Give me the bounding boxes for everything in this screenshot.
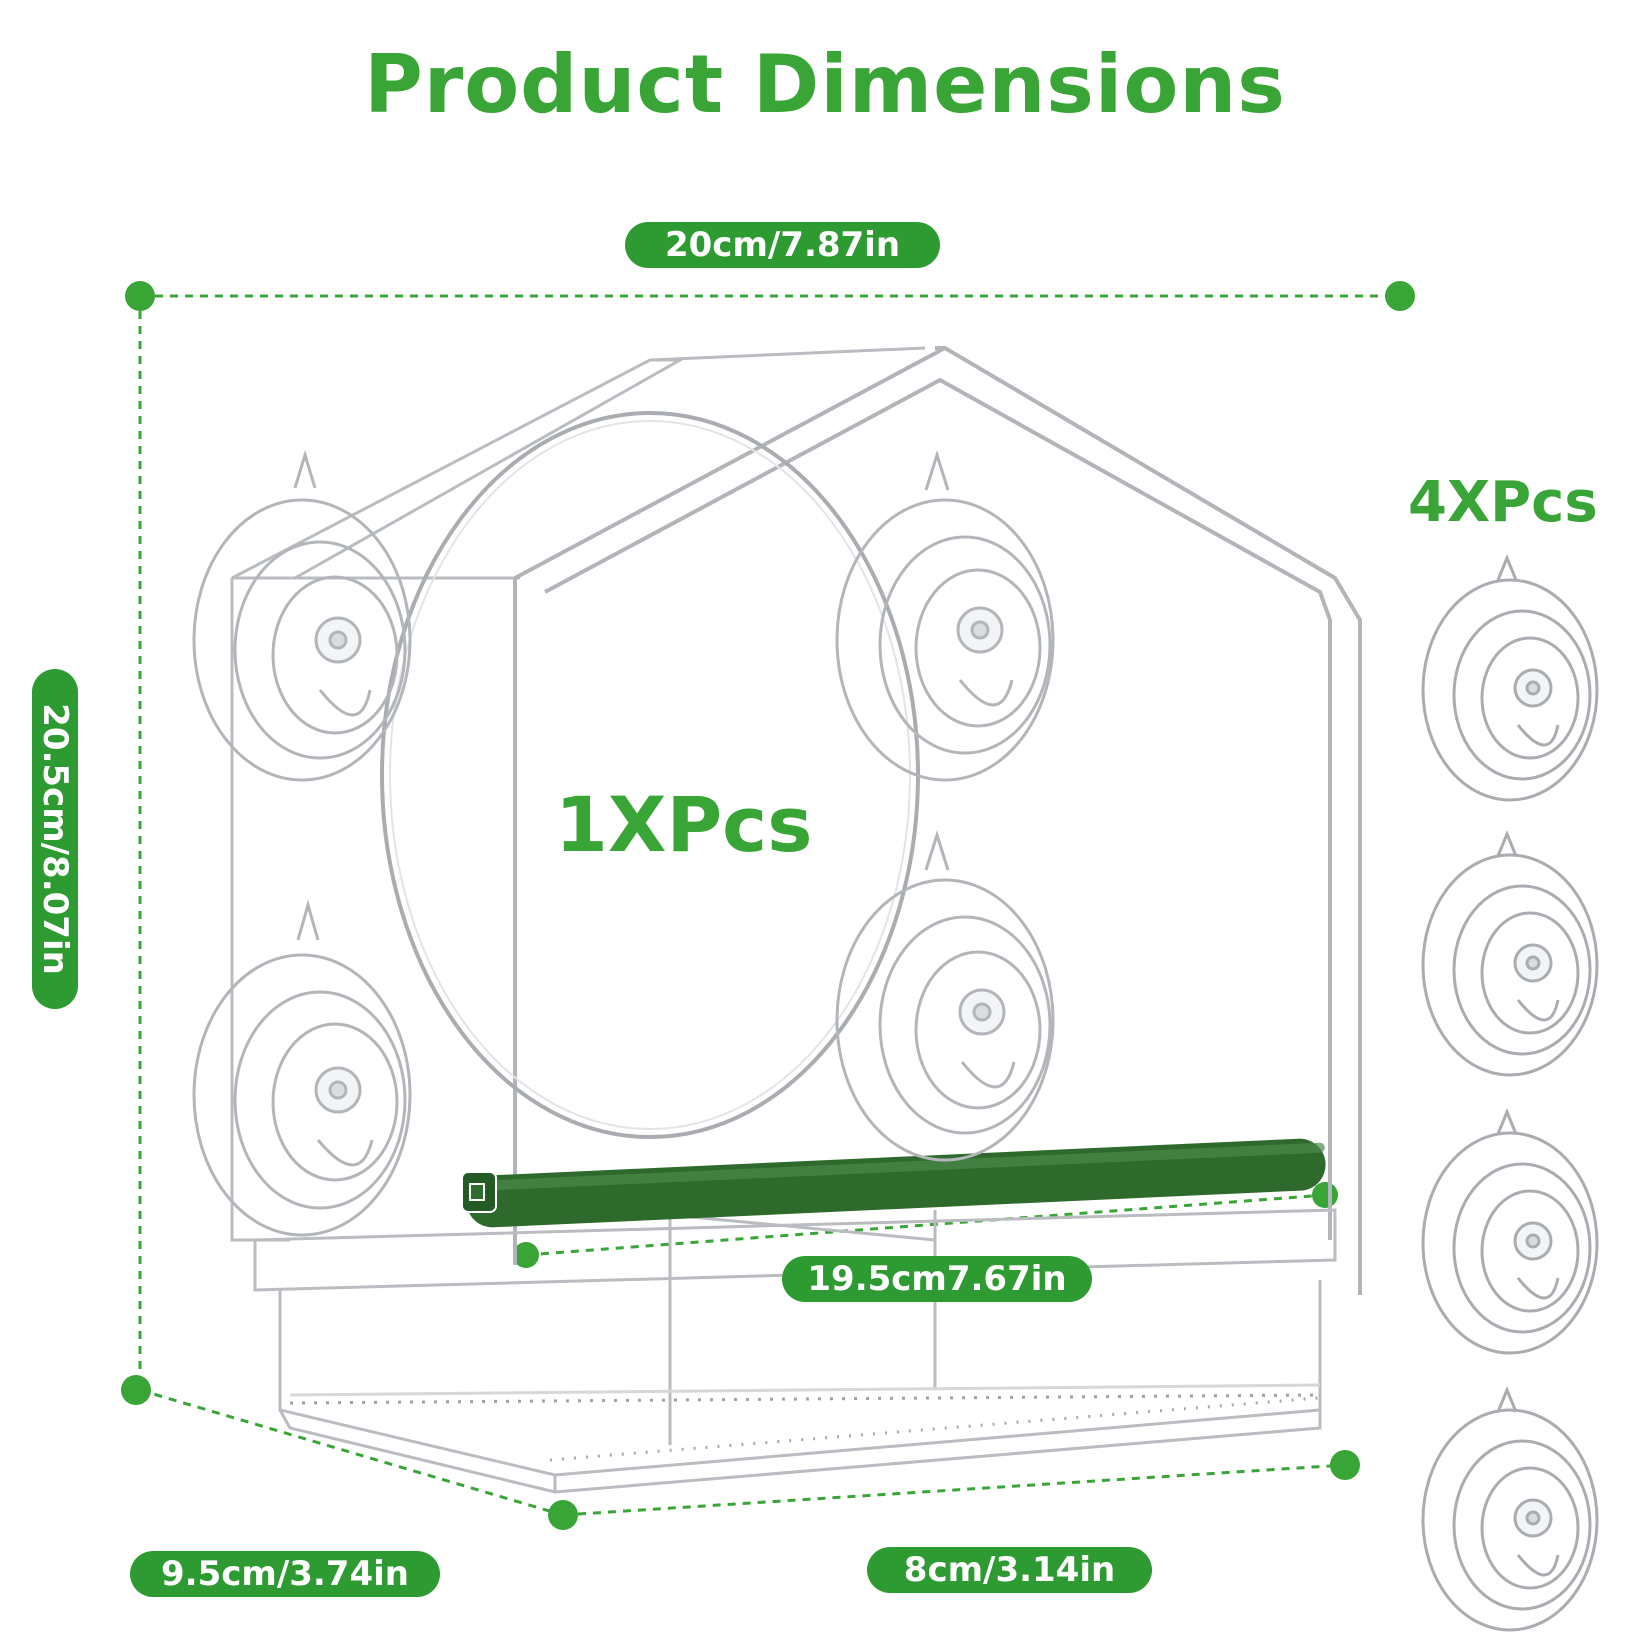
- suction-cup-quantity-label: 4XPcs: [1408, 470, 1598, 535]
- perch-guide-line: [525, 1193, 1326, 1257]
- perch-length-label: 19.5cm7.67in: [782, 1256, 1092, 1302]
- depth-label: 9.5cm/3.74in: [130, 1551, 440, 1597]
- seed-tray: [253, 1208, 1337, 1494]
- extra-suction-cup-3: [1421, 1108, 1599, 1355]
- page-title: Product Dimensions: [364, 38, 1286, 131]
- tray-width-label: 8cm/3.14in: [867, 1547, 1152, 1593]
- dimension-endpoints: [121, 281, 1415, 1530]
- depth-end-dot: [548, 1500, 578, 1530]
- tray-width-guide-line: [562, 1463, 1346, 1517]
- height-end-dot: [121, 1375, 151, 1405]
- height-label: 20.5cm/8.07in: [32, 669, 78, 1009]
- depth-guide-line: [139, 1388, 564, 1517]
- dimension-guides: [138, 294, 1400, 1517]
- suction-cup-bottom-left: [192, 899, 412, 1237]
- suction-cup-bottom-right: [835, 829, 1055, 1162]
- extra-suction-cup-2: [1421, 830, 1599, 1077]
- width-end-dot: [1385, 281, 1415, 311]
- suction-cup-top-right: [835, 449, 1055, 782]
- feeder-quantity-label: 1XPcs: [555, 780, 813, 869]
- back-panel: [230, 346, 926, 1242]
- perch: [461, 1138, 1326, 1228]
- width-label: 20cm/7.87in: [625, 222, 940, 268]
- feeder-suction-cups: [192, 449, 1055, 1237]
- extra-suction-cups: [1421, 554, 1599, 1632]
- perch-start-dot: [513, 1242, 539, 1268]
- width-start-dot: [125, 281, 155, 311]
- extra-suction-cup-4: [1421, 1386, 1599, 1632]
- perch-end-dot: [1312, 1182, 1338, 1208]
- tray-end-dot: [1330, 1450, 1360, 1480]
- extra-suction-cup-1: [1421, 554, 1599, 802]
- front-panel: [513, 345, 1362, 1295]
- suction-cup-top-left: [192, 449, 412, 782]
